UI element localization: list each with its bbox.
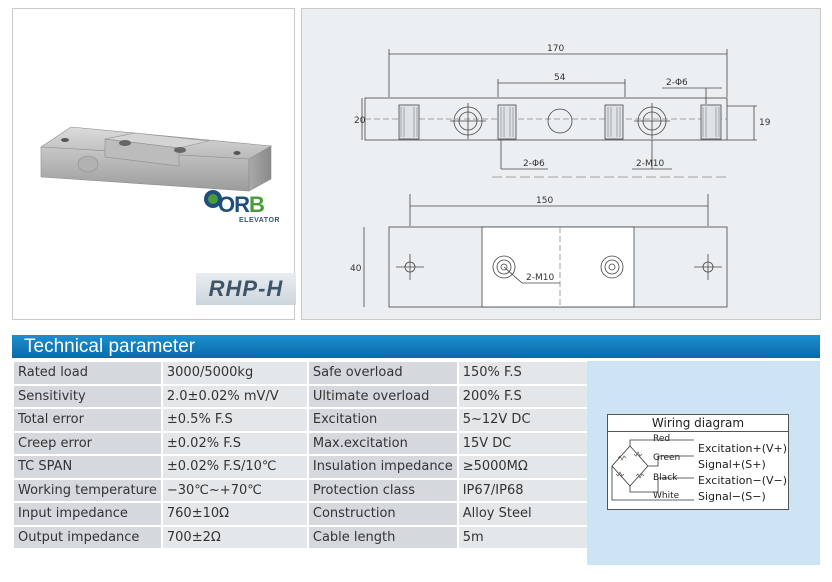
param-value: 760±10Ω [162, 503, 307, 525]
wire-white [611, 466, 694, 501]
param-value: ≥5000MΩ [458, 456, 599, 478]
param-value: 15V DC [458, 432, 599, 454]
param-label: Input impedance [14, 503, 161, 525]
param-label: Max.excitation [308, 432, 457, 454]
param-value: IP67/IP68 [458, 479, 599, 501]
dimension-drawing: 170 54 [350, 44, 771, 308]
param-label: Insulation impedance [308, 456, 457, 478]
param-label: Creep error [14, 432, 161, 454]
wire-signal-white: Signal−(S−) [698, 490, 766, 503]
param-value: 5m [458, 526, 599, 548]
load-cell-image [40, 126, 272, 208]
dim-width: 40 [350, 264, 362, 274]
wire-color-black: Black [653, 473, 678, 483]
dim-center-gap: 54 [554, 73, 566, 83]
wire-signal-black: Excitation−(V−) [698, 474, 788, 487]
param-label: Safe overload [308, 362, 457, 384]
dim-hole-bottom: 2-Φ6 [523, 159, 545, 169]
wire-color-red: Red [653, 434, 671, 444]
param-label: Construction [308, 503, 457, 525]
param-label: Cable length [308, 526, 457, 548]
param-value: 200% F.S [458, 385, 599, 407]
param-label: Sensitivity [14, 385, 161, 407]
product-photo-panel: ORB ELEVATOR [12, 8, 295, 320]
param-label: Output impedance [14, 526, 161, 548]
dim-height-right: 19 [759, 118, 771, 128]
param-value: ±0.5% F.S [162, 409, 307, 431]
param-value: Alloy Steel [458, 503, 599, 525]
bridge-schematic [611, 439, 694, 501]
brand-logo-subtext: ELEVATOR [239, 217, 280, 224]
dim-thread-side: 2-M10 [636, 159, 664, 169]
technical-drawing-panel: 170 54 [301, 8, 821, 320]
param-label: Protection class [308, 479, 457, 501]
param-value: 150% F.S [458, 362, 599, 384]
brand-logo: ORB [218, 192, 265, 217]
param-value: ±0.02% F.S/10℃ [162, 456, 307, 478]
param-value: ±0.02% F.S [162, 432, 307, 454]
wiring-panel: Wiring diagram Red Excitation+(V+) Green… [587, 361, 820, 565]
wire-black [629, 477, 694, 493]
dim-hole-top: 2-Φ6 [666, 78, 688, 88]
dim-height-left: 20 [354, 116, 366, 126]
wiring-title: Wiring diagram [608, 415, 788, 432]
wire-green [648, 455, 694, 467]
param-label: Rated load [14, 362, 161, 384]
dim-length-total: 170 [547, 44, 564, 54]
param-label: Total error [14, 409, 161, 431]
param-label: Excitation [308, 409, 457, 431]
param-value: 3000/5000kg [162, 362, 307, 384]
model-label: RHP-H [196, 273, 296, 305]
param-value: 700±2Ω [162, 526, 307, 548]
param-label: Working temperature [14, 479, 161, 501]
section-title-bar: Technical parameter [12, 335, 820, 358]
dim-mount-span: 150 [536, 196, 553, 206]
wire-signal-red: Excitation+(V+) [698, 442, 788, 455]
wire-red [629, 439, 694, 446]
wire-signal-green: Signal+(S+) [698, 458, 766, 471]
wiring-diagram: Wiring diagram Red Excitation+(V+) Green… [607, 414, 789, 510]
wire-color-white: White [653, 491, 680, 501]
wire-color-green: Green [653, 453, 681, 463]
param-label: Ultimate overload [308, 385, 457, 407]
param-value: 2.0±0.02% mV/V [162, 385, 307, 407]
param-label: TC SPAN [14, 456, 161, 478]
param-value: −30℃~+70℃ [162, 479, 307, 501]
dim-thread-top: 2-M10 [526, 273, 554, 283]
param-value: 5~12V DC [458, 409, 599, 431]
